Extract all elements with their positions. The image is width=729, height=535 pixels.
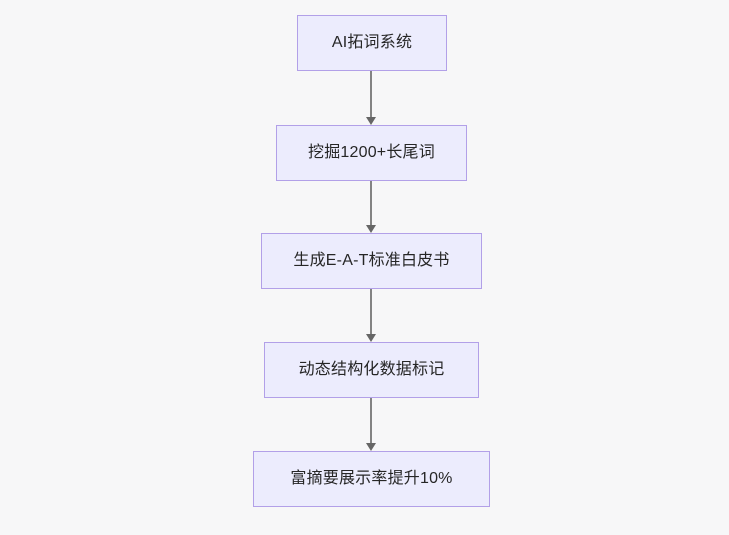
- flowchart-node-n1[interactable]: AI拓词系统: [297, 15, 447, 71]
- arrowhead-icon: [366, 443, 376, 451]
- arrow-connector: [364, 71, 378, 125]
- arrowhead-icon: [366, 225, 376, 233]
- arrowhead-icon: [366, 334, 376, 342]
- flowchart-node-n2[interactable]: 挖掘1200+长尾词: [276, 125, 467, 181]
- flowchart-node-label: 挖掘1200+长尾词: [308, 144, 435, 161]
- arrow-connector: [364, 289, 378, 342]
- flowchart-node-n4[interactable]: 动态结构化数据标记: [264, 342, 479, 398]
- flowchart-node-label: 动态结构化数据标记: [298, 361, 445, 378]
- flowchart-node-label: AI拓词系统: [331, 34, 413, 51]
- arrowhead-icon: [366, 117, 376, 125]
- flowchart-node-n3[interactable]: 生成E-A-T标准白皮书: [261, 233, 482, 289]
- flowchart-node-label: 生成E-A-T标准白皮书: [293, 252, 450, 269]
- flowchart-node-n5[interactable]: 富摘要展示率提升10%: [253, 451, 490, 507]
- flowchart-node-label: 富摘要展示率提升10%: [290, 470, 453, 487]
- arrow-connector: [364, 181, 378, 233]
- arrow-connector: [364, 398, 378, 451]
